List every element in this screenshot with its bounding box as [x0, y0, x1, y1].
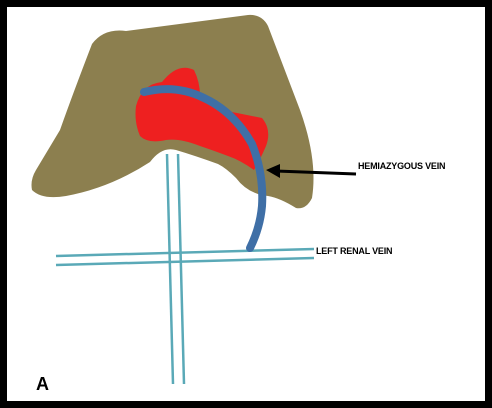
vertical-vessel-left-line — [167, 154, 173, 384]
left-renal-vein-lower-line — [56, 258, 314, 265]
left-renal-vein-upper-line — [56, 249, 314, 256]
panel-letter: A — [36, 374, 49, 394]
vertical-vessel-right-line — [178, 154, 184, 384]
hemiazygous-vein-label: HEMIAZYGOUS VEIN — [358, 161, 445, 171]
left-renal-vein-label: LEFT RENAL VEIN — [316, 246, 392, 256]
